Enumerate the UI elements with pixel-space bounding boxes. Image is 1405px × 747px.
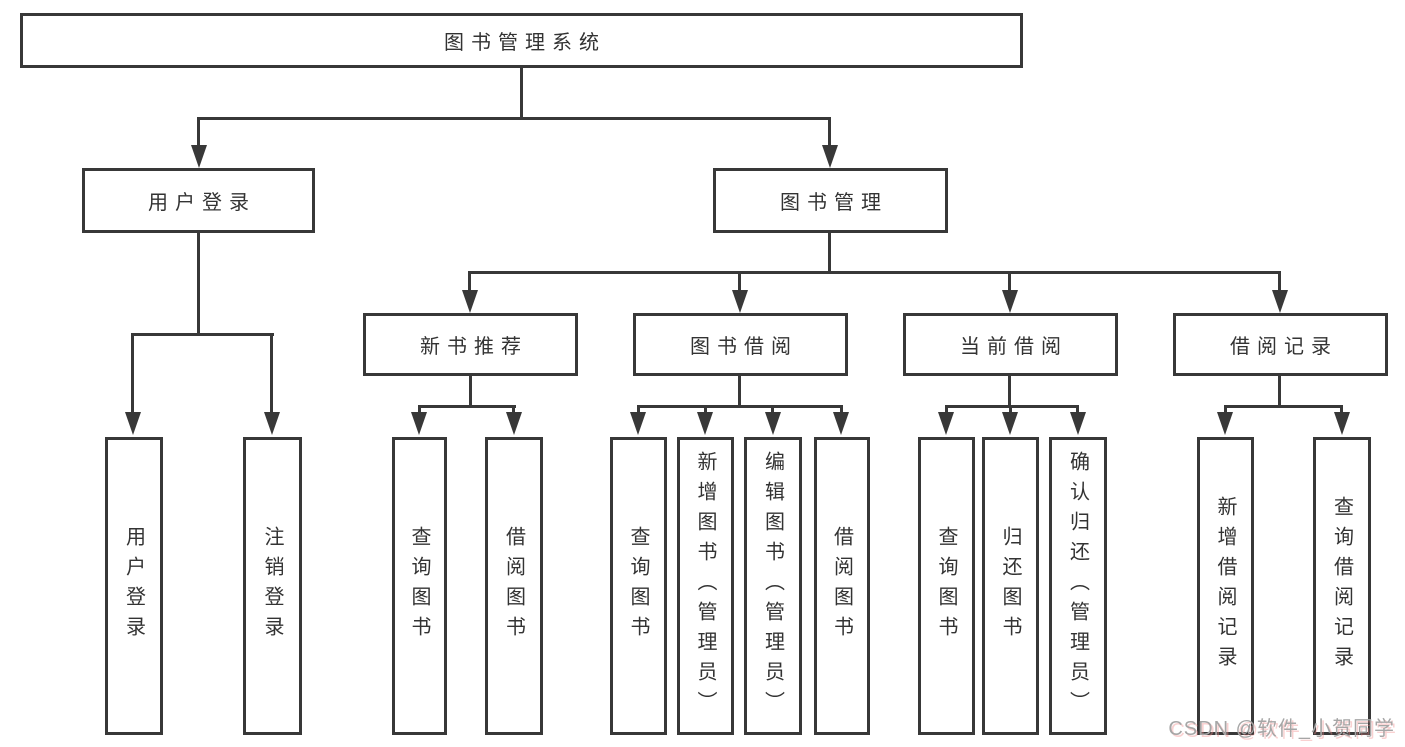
connector-stem xyxy=(945,407,948,415)
arrow-down-icon xyxy=(506,412,522,435)
arrow-down-icon xyxy=(630,412,646,435)
leaf-borrow-query-books: 查询图书 xyxy=(610,437,667,735)
arrow-down-icon xyxy=(125,412,141,435)
arrow-down-icon xyxy=(732,290,748,313)
node-user-login: 用户登录 xyxy=(82,168,315,233)
arrow-down-icon xyxy=(1002,290,1018,313)
connector-stem xyxy=(418,407,421,415)
arrow-down-icon xyxy=(191,145,207,168)
leaf-current-confirm-return-admin: 确认归还（管理员） xyxy=(1049,437,1107,735)
arrow-down-icon xyxy=(411,412,427,435)
arrow-down-icon xyxy=(697,412,713,435)
connector-stem xyxy=(1340,407,1343,415)
connector-login-vertical xyxy=(197,233,200,335)
leaf-current-return-books: 归还图书 xyxy=(982,437,1039,735)
connector-management-vertical xyxy=(828,233,831,273)
arrow-down-icon xyxy=(833,412,849,435)
arrow-down-icon xyxy=(1217,412,1233,435)
connector-stem xyxy=(704,407,707,415)
connector-stem-recommend xyxy=(468,273,471,292)
node-current-borrow: 当前借阅 xyxy=(903,313,1118,376)
node-root-library-system: 图书管理系统 xyxy=(20,13,1023,68)
leaf-current-query-books: 查询图书 xyxy=(918,437,975,735)
connector-stem xyxy=(637,407,640,415)
leaf-borrow-borrow-books: 借阅图书 xyxy=(814,437,870,735)
arrow-down-icon xyxy=(1070,412,1086,435)
connector-stem-user-login xyxy=(197,119,200,147)
connector-current-horizontal xyxy=(945,405,1079,408)
csdn-watermark: CSDN @软件_小贺同学 xyxy=(1168,718,1395,740)
leaf-records-add-record: 新增借阅记录 xyxy=(1197,437,1254,735)
leaf-borrow-add-books-admin: 新增图书（管理员） xyxy=(677,437,734,735)
arrow-down-icon xyxy=(765,412,781,435)
connector-records-horizontal xyxy=(1224,405,1343,408)
node-book-borrow: 图书借阅 xyxy=(633,313,848,376)
node-new-book-recommend: 新书推荐 xyxy=(363,313,578,376)
node-book-management: 图书管理 xyxy=(713,168,948,233)
leaf-logout: 注销登录 xyxy=(243,437,302,735)
leaf-records-query-record: 查询借阅记录 xyxy=(1313,437,1371,735)
arrow-down-icon xyxy=(822,145,838,168)
connector-stem xyxy=(512,407,515,415)
arrow-down-icon xyxy=(938,412,954,435)
leaf-recommend-query-books: 查询图书 xyxy=(392,437,447,735)
connector-records-vertical xyxy=(1278,376,1281,407)
connector-login-horizontal xyxy=(131,333,274,336)
connector-stem-leaf-logout xyxy=(270,335,273,414)
leaf-user-login: 用户登录 xyxy=(105,437,163,735)
connector-stem xyxy=(840,407,843,415)
leaf-recommend-borrow-books: 借阅图书 xyxy=(485,437,543,735)
connector-stem-leaf-login xyxy=(131,335,134,414)
connector-stem-book-management xyxy=(828,119,831,147)
node-borrow-records: 借阅记录 xyxy=(1173,313,1388,376)
arrow-down-icon xyxy=(1002,412,1018,435)
connector-stem xyxy=(1009,407,1012,415)
connector-stem xyxy=(1224,407,1227,415)
connector-stem-borrow xyxy=(738,273,741,292)
arrow-down-icon xyxy=(264,412,280,435)
connector-current-vertical xyxy=(1008,376,1011,407)
connector-recommend-vertical xyxy=(469,376,472,407)
arrow-down-icon xyxy=(1272,290,1288,313)
connector-borrow-vertical xyxy=(738,376,741,407)
arrow-down-icon xyxy=(1334,412,1350,435)
connector-root-vertical xyxy=(520,68,523,119)
connector-stem-records xyxy=(1278,273,1281,292)
leaf-borrow-edit-books-admin: 编辑图书（管理员） xyxy=(744,437,802,735)
connector-management-horizontal xyxy=(468,271,1281,274)
connector-stem xyxy=(771,407,774,415)
connector-stem-current xyxy=(1008,273,1011,292)
connector-borrow-horizontal xyxy=(637,405,843,408)
connector-root-horizontal xyxy=(197,117,831,120)
connector-stem xyxy=(1076,407,1079,415)
connector-recommend-horizontal xyxy=(418,405,516,408)
arrow-down-icon xyxy=(462,290,478,313)
